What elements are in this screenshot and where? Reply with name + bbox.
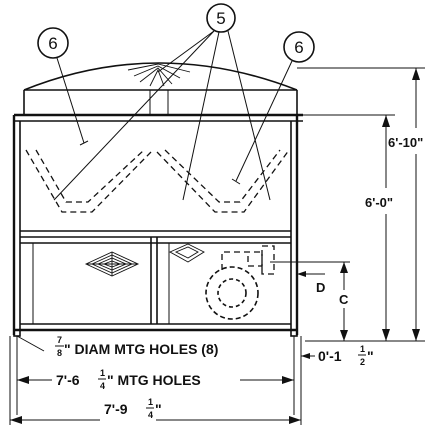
callout-fans: 5: [53, 3, 271, 201]
fan-guard-housing: [23, 62, 298, 115]
dimension-overall-height: 6'-10": [297, 67, 425, 342]
callout-panel-right: 6: [231, 31, 315, 185]
callout-6-left-text: 6: [48, 34, 57, 53]
offset-denominator: 2: [360, 357, 365, 367]
hole-diam-numerator: 7: [57, 335, 62, 345]
offset-suffix: ": [367, 348, 374, 364]
dimension-d-label: D: [316, 280, 325, 295]
dimension-c-label: C: [339, 292, 349, 307]
hole-diam-text: " DIAM MTG HOLES (8): [64, 341, 218, 357]
offset-prefix: 0'-1: [318, 348, 342, 364]
overall-height-label: 6'-10": [388, 135, 423, 150]
callout-5-text: 5: [216, 9, 225, 28]
dimension-c: C: [270, 261, 350, 341]
overall-width-denominator: 4: [148, 410, 153, 420]
main-frame: [12, 113, 303, 337]
compressor-section: [84, 243, 275, 320]
callout-6-right-text: 6: [294, 38, 303, 57]
mtg-holes-denominator: 4: [100, 381, 105, 391]
offset-numerator: 1: [360, 344, 365, 354]
dimension-frame-height: 6'-0": [303, 114, 395, 341]
hole-diam-denominator: 8: [57, 348, 62, 358]
overall-width-suffix: ": [155, 401, 162, 417]
overall-width-numerator: 1: [148, 397, 153, 407]
mtg-holes-numerator: 1: [100, 368, 105, 378]
dimension-overall-width: 7'-9 1 4 ": [9, 336, 302, 425]
callout-panel-left: 6: [37, 27, 89, 146]
dimension-offset: 0'-1 1 2 ": [301, 344, 374, 367]
mtg-holes-text: " MTG HOLES: [107, 372, 201, 388]
coil-v-sections: [25, 149, 290, 213]
mtg-holes-prefix: 7'-6: [56, 372, 80, 388]
frame-height-label: 6'-0": [365, 195, 393, 210]
dimension-d: D: [296, 262, 325, 295]
dimension-mtg-holes: 7'-6 1 4 " MTG HOLES: [16, 336, 295, 415]
overall-width-prefix: 7'-9: [104, 401, 128, 417]
mounting-hole-note: 7 8 " DIAM MTG HOLES (8): [16, 335, 218, 358]
